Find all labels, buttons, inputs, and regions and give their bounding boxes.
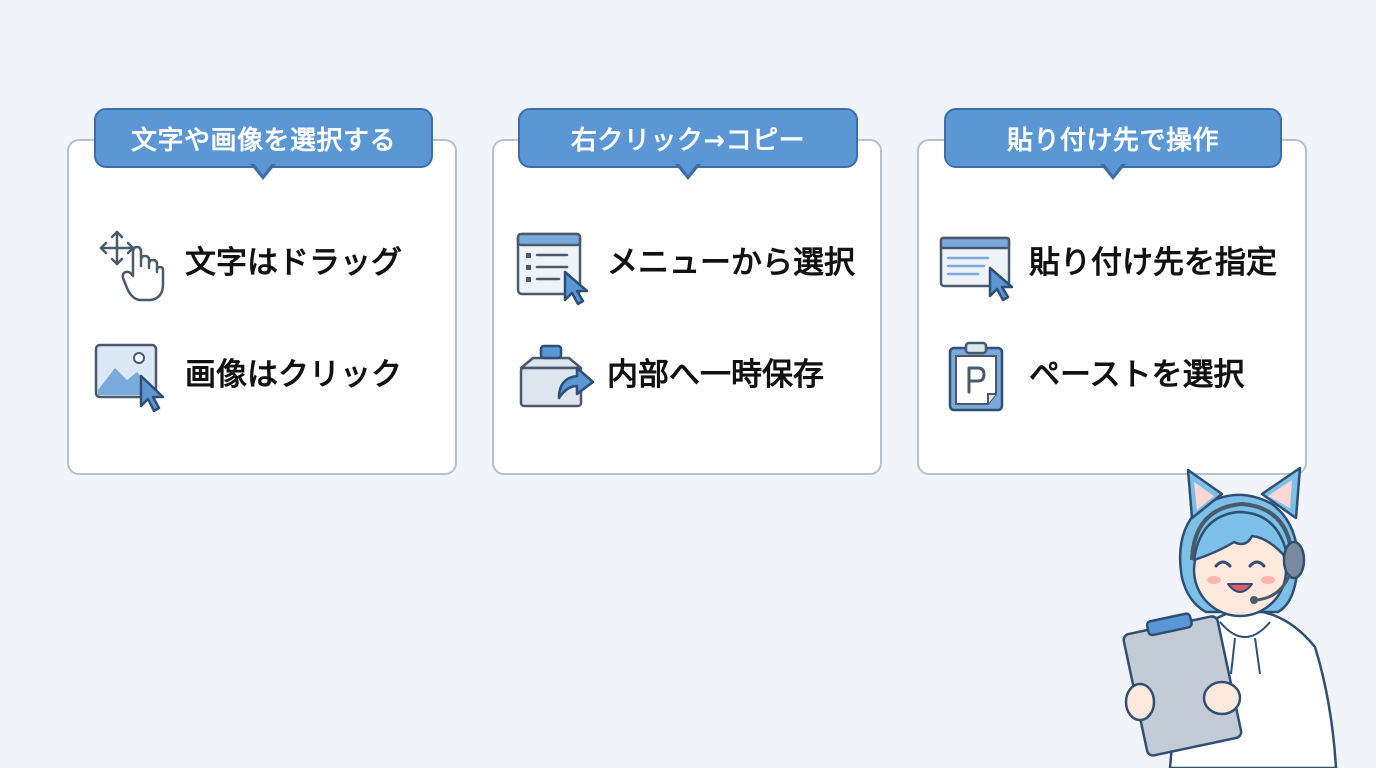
- panel-select-title: 文字や画像を選択する: [94, 108, 433, 168]
- image-click-icon: [94, 343, 165, 413]
- panel-copy-pointer: [675, 161, 701, 180]
- mascot-illustration: [1122, 466, 1338, 768]
- panel-paste-pointer: [1100, 161, 1126, 180]
- panel-copy-title: 右クリック→コピー: [518, 108, 858, 168]
- item-menu-select: メニューから選択: [607, 245, 855, 281]
- paste-clipboard-icon: [948, 341, 1004, 412]
- panel-select: [67, 139, 457, 475]
- item-target-select: 貼り付け先を指定: [1029, 245, 1277, 281]
- item-temp-save: 内部へ一時保存: [607, 357, 824, 393]
- item-drag-text: 文字はドラッグ: [185, 245, 402, 281]
- panel-copy: [492, 139, 882, 475]
- panel-paste: [917, 139, 1307, 475]
- item-image-click: 画像はクリック: [185, 357, 402, 393]
- context-menu-icon: [516, 232, 589, 306]
- panel-paste-title: 貼り付け先で操作: [944, 108, 1282, 168]
- clipboard-save-icon: [519, 344, 595, 408]
- drag-hand-icon: [99, 230, 165, 302]
- panel-select-pointer: [250, 161, 276, 180]
- target-window-icon: [939, 236, 1014, 302]
- item-paste-select: ペーストを選択: [1029, 357, 1245, 393]
